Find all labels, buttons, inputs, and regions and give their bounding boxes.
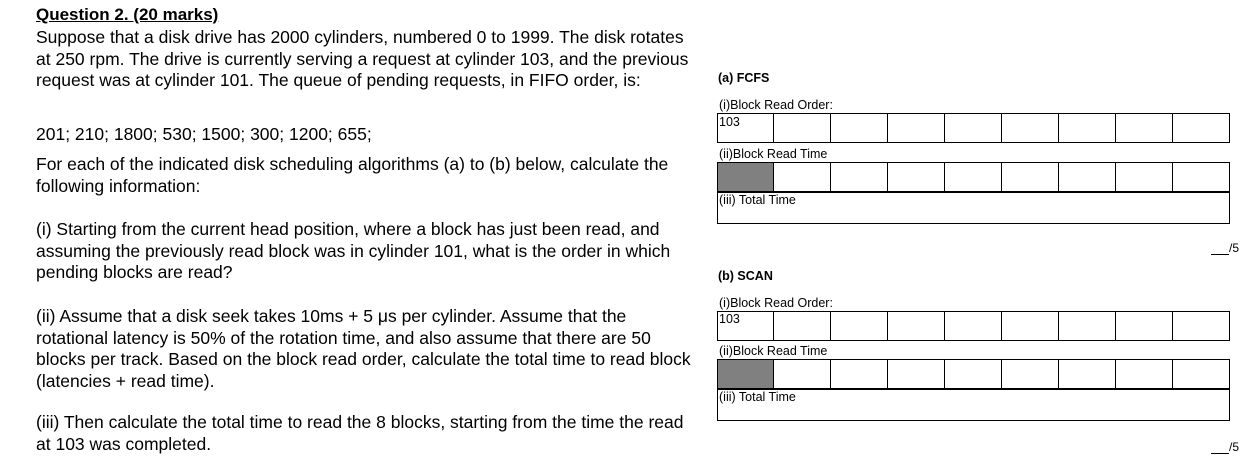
block-time-cell[interactable] [888,359,945,389]
block-time-cell[interactable] [1059,162,1116,192]
instructions: For each of the indicated disk schedulin… [36,154,669,196]
block-time-cell[interactable] [1002,162,1059,192]
block-read-cell[interactable] [774,311,831,341]
block-read-cell[interactable] [831,311,888,341]
section-b-block-time-label: (ii)Block Read Time [719,344,828,358]
marks-blank[interactable] [1210,243,1229,255]
block-time-cell[interactable] [1173,162,1230,192]
section-a-block-time-label: (ii)Block Read Time [719,147,828,161]
block-time-cell[interactable] [1173,359,1230,389]
section-a-total-time-box[interactable] [717,192,1230,224]
block-time-cell[interactable] [1116,162,1173,192]
section-b-total-time-box[interactable] [717,389,1230,421]
block-time-cell [717,359,774,389]
part-ii-text: (ii) Assume that a disk seek takes 10ms … [36,306,691,391]
block-time-cell[interactable] [831,359,888,389]
block-read-cell[interactable] [717,311,774,341]
block-time-cell[interactable] [831,162,888,192]
block-read-cell[interactable] [774,113,831,143]
section-a-block-time-row [717,162,1230,192]
block-time-cell[interactable] [1002,359,1059,389]
section-b-block-read-row [717,311,1230,341]
block-read-cell[interactable] [1002,311,1059,341]
block-read-cell[interactable] [1116,311,1173,341]
block-time-cell[interactable] [945,162,1002,192]
section-a-block-read-label: (i)Block Read Order: [719,98,833,112]
block-time-cell[interactable] [1116,359,1173,389]
block-time-cell[interactable] [774,162,831,192]
section-b-total-time-label: (iii) Total Time [719,390,796,404]
question-title: Question 2. (20 marks) [36,5,219,24]
part-iii-text: (iii) Then calculate the total time to r… [36,412,684,454]
block-read-cell[interactable] [888,311,945,341]
block-read-cell[interactable] [831,113,888,143]
block-read-cell[interactable] [1173,113,1230,143]
section-b-first-value: 103 [719,312,740,326]
marks-blank[interactable] [1210,442,1229,454]
section-a-total-time-label: (iii) Total Time [719,193,796,207]
block-time-cell[interactable] [888,162,945,192]
block-read-cell[interactable] [1059,113,1116,143]
block-time-cell[interactable] [774,359,831,389]
block-read-cell[interactable] [1059,311,1116,341]
block-read-cell[interactable] [945,113,1002,143]
section-b-title: (b) SCAN [718,269,773,283]
block-read-cell[interactable] [1002,113,1059,143]
section-a-marks: /5 [1207,241,1239,255]
block-read-cell[interactable] [888,113,945,143]
question-intro: Suppose that a disk drive has 2000 cylin… [36,27,689,90]
block-time-cell [717,162,774,192]
block-time-cell[interactable] [1059,359,1116,389]
block-read-cell[interactable] [1116,113,1173,143]
section-a-title: (a) FCFS [718,71,770,85]
block-read-cell[interactable] [717,113,774,143]
request-queue: 201; 210; 1800; 530; 1500; 300; 1200; 65… [36,124,372,144]
block-time-cell[interactable] [945,359,1002,389]
section-b-marks: /5 [1207,440,1239,454]
block-read-cell[interactable] [1173,311,1230,341]
section-a-block-read-row [717,113,1230,143]
section-b-block-time-row [717,359,1230,389]
section-b-block-read-label: (i)Block Read Order: [719,296,833,310]
block-read-cell[interactable] [945,311,1002,341]
section-a-first-value: 103 [719,115,740,129]
part-i-text: (i) Starting from the current head posit… [36,219,671,282]
